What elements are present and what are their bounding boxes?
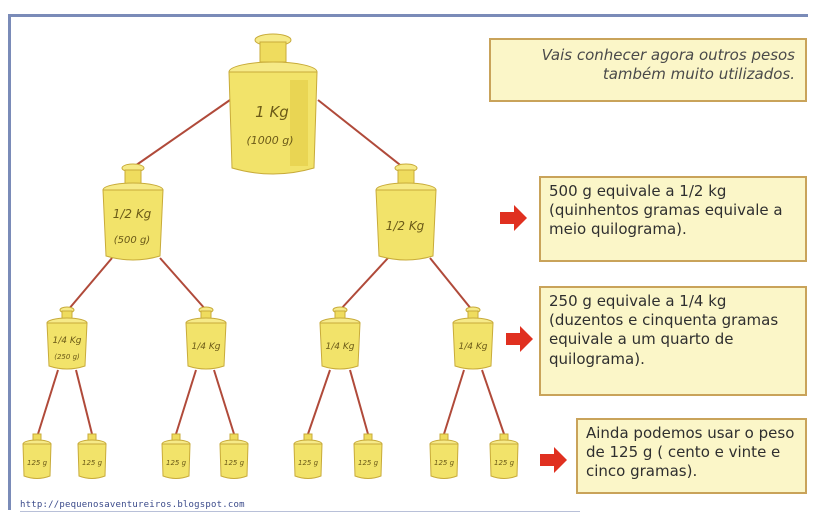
arrow-right-icon-125: [540, 447, 567, 473]
weight-quarter-2: 1/4 Kg: [185, 306, 227, 370]
arrow-right-icon-500: [500, 205, 527, 231]
weight-quarter-3: 1/4 Kg: [319, 306, 361, 370]
weight-half-right-label: 1/2 Kg: [386, 219, 425, 233]
weight-eighth-5-label: 125 g: [298, 459, 319, 467]
line-top-left: [131, 99, 231, 169]
weight-eighth-2: 125 g: [77, 433, 107, 479]
weight-1kg-label: 1 Kg: [255, 103, 289, 121]
url-underline: [20, 511, 580, 512]
info-box-125g: Ainda podemos usar o peso de 125 g ( cen…: [576, 418, 807, 494]
weight-quarter-2-label: 1/4 Kg: [192, 342, 221, 352]
weight-half-left: 1/2 Kg (500 g): [102, 163, 164, 261]
weight-half-left-label: 1/2 Kg: [113, 207, 152, 221]
line-hr-q4: [429, 257, 473, 311]
weight-eighth-3-label: 125 g: [166, 459, 187, 467]
line-q2-e4: [213, 369, 235, 435]
line-top-right: [317, 99, 405, 169]
weight-quarter-4: 1/4 Kg: [452, 306, 494, 370]
info-box-250g: 250 g equivale a 1/4 kg (duzentos e cinq…: [539, 286, 807, 396]
source-url: http://pequenosaventureiros.blogspot.com: [20, 500, 245, 510]
picture-frame: [8, 14, 808, 510]
line-q3-e6: [349, 369, 369, 435]
info-box-500g: 500 g equivale a 1/2 kg (quinhentos gram…: [539, 176, 807, 262]
weight-quarter-3-label: 1/4 Kg: [326, 342, 355, 352]
connector-lines: [37, 99, 505, 435]
weight-eighth-1: 125 g: [22, 433, 52, 479]
weight-eighth-8-label: 125 g: [494, 459, 515, 467]
line-hl-q1: [67, 257, 113, 311]
weight-quarter-4-label: 1/4 Kg: [459, 342, 488, 352]
weight-eighth-8: 125 g: [489, 433, 519, 479]
weight-1kg-sub: (1000 g): [246, 134, 293, 147]
line-q4-e7: [443, 369, 465, 435]
line-q1-e2: [75, 369, 93, 435]
weight-quarter-1-label: 1/4 Kg: [53, 336, 82, 346]
arrow-right-icon-250: [506, 326, 533, 352]
line-q2-e3: [175, 369, 197, 435]
weight-quarter-1-sub: (250 g): [54, 353, 80, 361]
line-q3-e5: [307, 369, 331, 435]
weight-eighth-2-label: 125 g: [82, 459, 103, 467]
weight-eighth-6-label: 125 g: [358, 459, 379, 467]
weight-quarter-1: 1/4 Kg (250 g): [46, 306, 88, 370]
weight-eighth-1-label: 125 g: [27, 459, 48, 467]
line-hl-q2: [159, 257, 207, 311]
weight-1kg: 1 Kg (1000 g): [228, 33, 318, 175]
line-q4-e8: [481, 369, 505, 435]
weight-half-right: 1/2 Kg: [375, 163, 437, 261]
weight-eighth-4-label: 125 g: [224, 459, 245, 467]
weight-eighth-7: 125 g: [429, 433, 459, 479]
weight-eighth-3: 125 g: [161, 433, 191, 479]
weight-eighth-6: 125 g: [353, 433, 383, 479]
weight-eighth-7-label: 125 g: [434, 459, 455, 467]
line-q1-e1: [37, 369, 59, 435]
weight-eighth-5: 125 g: [293, 433, 323, 479]
weight-eighth-4: 125 g: [219, 433, 249, 479]
line-hr-q3: [339, 257, 389, 311]
weight-half-left-sub: (500 g): [114, 235, 150, 246]
intro-text-box: Vais conhecer agora outros pesos também …: [489, 38, 807, 102]
